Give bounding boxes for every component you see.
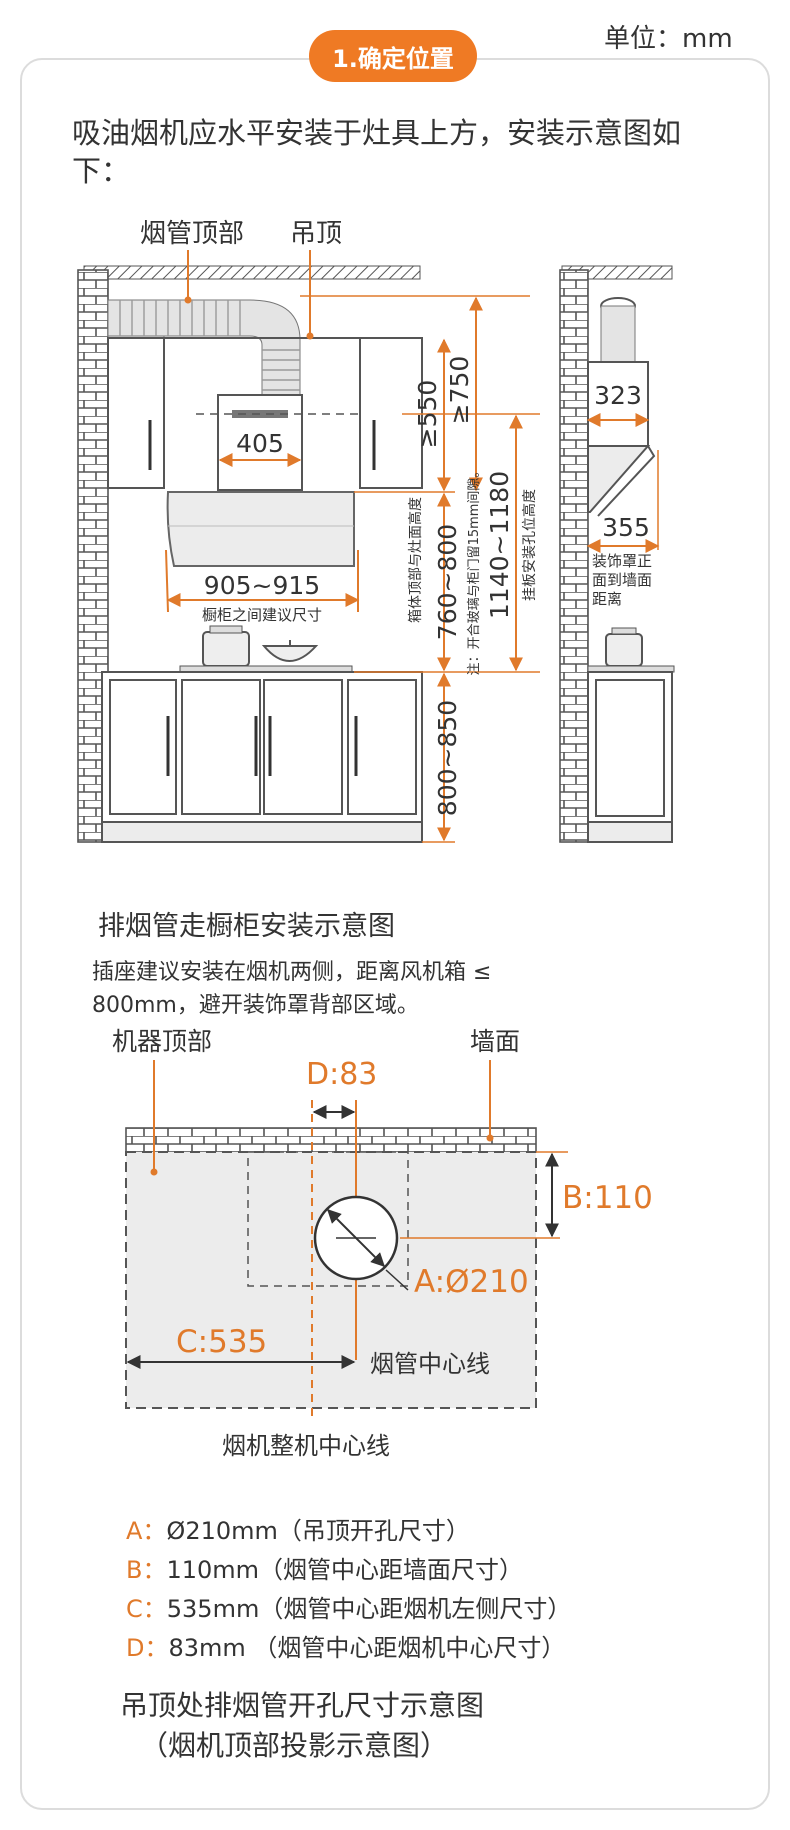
front-view-diagram: 烟管顶部 吊顶 405 905~915 橱柜之间建议尺寸 ≥550 ≥750 7… bbox=[77, 219, 540, 843]
cookware bbox=[179, 625, 353, 673]
dimension-legend: A：Ø210mm（吊顶开孔尺寸） B：110mm（烟管中心距墙面尺寸） C：53… bbox=[126, 1512, 571, 1668]
ceiling-hatch bbox=[83, 265, 421, 280]
dim-1140-1180-note: 挂板安装孔位高度 bbox=[521, 489, 538, 601]
dim-gte-550: ≥550 bbox=[413, 380, 442, 449]
dim-800-850: 800~850 bbox=[433, 700, 462, 816]
label-wall: 墙面 bbox=[470, 1027, 520, 1056]
dim-905-915-note: 橱柜之间建议尺寸 bbox=[202, 606, 322, 624]
dim-905-915: 905~915 bbox=[204, 571, 320, 600]
side-dim-323: 323 bbox=[594, 381, 642, 410]
bottom-caption: 吊顶处排烟管开孔尺寸示意图 （烟机顶部投影示意图） bbox=[120, 1686, 680, 1766]
side-cover-note: 装饰罩正面到墙面距离 bbox=[592, 552, 653, 608]
dim-c: C:535 bbox=[176, 1324, 267, 1360]
legend-item-d: D：83mm （烟管中心距烟机中心尺寸） bbox=[126, 1634, 566, 1662]
step-title-badge: 1.确定位置 bbox=[309, 30, 477, 82]
dim-760-800: 760~800 bbox=[433, 524, 462, 640]
label-hood-center: 烟机整机中心线 bbox=[222, 1432, 390, 1460]
side-brick-wall bbox=[559, 269, 589, 843]
ceiling-hole-plan: 机器顶部 墙面 D:83 B:110 A:Ø210 C:535 烟管中心线 烟机… bbox=[112, 1027, 653, 1460]
dim-405: 405 bbox=[236, 429, 284, 458]
legend-item-b: B：110mm（烟管中心距墙面尺寸） bbox=[126, 1556, 524, 1584]
wall-brick-strip bbox=[125, 1127, 537, 1153]
middle-caption: 排烟管走橱柜安装示意图 bbox=[98, 911, 395, 942]
unit-label: 单位：mm bbox=[604, 24, 733, 54]
legend-item-c: C：535mm（烟管中心距烟机左侧尺寸） bbox=[126, 1595, 572, 1623]
left-upper-cabinet bbox=[107, 337, 165, 489]
dim-1140-1180: 1140~1180 bbox=[485, 471, 514, 619]
label-ceiling: 吊顶 bbox=[290, 219, 342, 249]
dim-b: B:110 bbox=[562, 1180, 653, 1216]
bottom-caption-line-2: （烟机顶部投影示意图） bbox=[140, 1729, 449, 1762]
label-machine-top: 机器顶部 bbox=[112, 1027, 212, 1056]
right-upper-cabinet bbox=[359, 337, 423, 489]
dim-760-800-note: 箱体顶部与灶面高度 bbox=[407, 497, 424, 623]
bottom-caption-line-1: 吊顶处排烟管开孔尺寸示意图 bbox=[120, 1689, 485, 1722]
hood-panel bbox=[166, 491, 355, 567]
side-dim-355: 355 bbox=[602, 513, 650, 542]
side-view-diagram: 323 355 装饰罩正面到墙面距离 bbox=[559, 265, 675, 843]
intro-text: 吸油烟机应水平安装于灶具上方，安装示意图如下： bbox=[72, 116, 682, 188]
legend-item-a: A：Ø210mm（吊顶开孔尺寸） bbox=[126, 1517, 470, 1545]
label-duct-center: 烟管中心线 bbox=[370, 1350, 490, 1378]
base-cabinets bbox=[101, 671, 423, 843]
dim-760-800-subnote: 注：开合玻璃与柜门留15mm间隙。 bbox=[467, 465, 482, 676]
dim-a: A:Ø210 bbox=[414, 1264, 529, 1300]
label-duct-top: 烟管顶部 bbox=[140, 219, 244, 249]
socket-note: 插座建议安装在烟机两侧，距离风机箱 ≤ 800mm，避开装饰罩背部区域。 bbox=[92, 960, 492, 1018]
dim-gte-750: ≥750 bbox=[445, 356, 474, 425]
dim-d: D:83 bbox=[306, 1057, 377, 1092]
